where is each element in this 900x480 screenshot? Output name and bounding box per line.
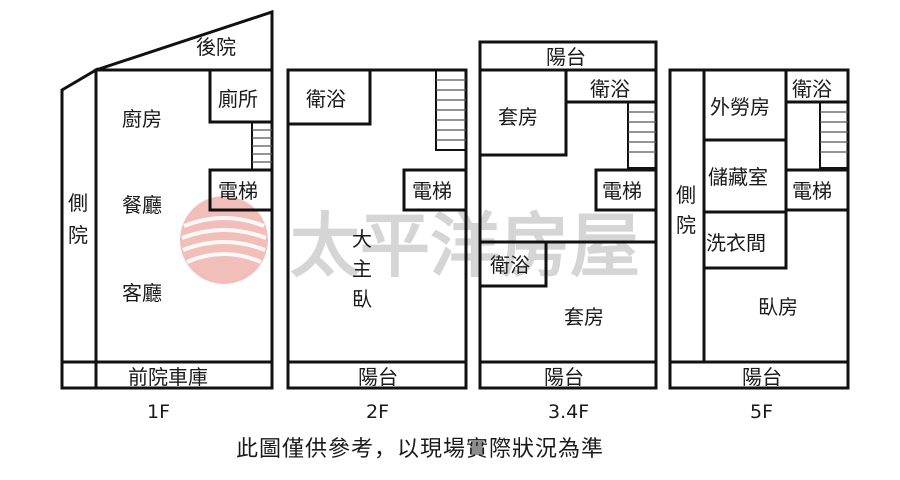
- label-master-bedroom-a: 大: [352, 227, 372, 251]
- room-bath-top-34f: [564, 68, 658, 104]
- label-balcony-5f: 陽台: [742, 365, 782, 389]
- label-master-bedroom-b: 主: [352, 257, 372, 281]
- label-side-yard-5f-a: 側: [676, 183, 696, 207]
- floor-5f: 外勞房 衛浴 儲藏室 電梯 側 院 洗衣間 臥房 陽台 5F: [668, 68, 850, 423]
- label-balcony-bottom-34f: 陽台: [544, 365, 584, 389]
- label-elevator-34f: 電梯: [602, 179, 642, 203]
- label-kitchen: 廚房: [122, 107, 162, 131]
- room-elevator-5f: [784, 168, 850, 212]
- label-master-bedroom-c: 臥: [352, 287, 372, 311]
- room-toilet-1f: [208, 68, 274, 124]
- room-balcony-5f: [668, 360, 850, 390]
- label-side-yard-5f-b: 院: [676, 213, 696, 237]
- room-elevator-1f: [208, 168, 274, 212]
- floor-label-34f: 3.4F: [548, 401, 589, 423]
- room-bath-5f: [784, 68, 850, 104]
- label-balcony-2f: 陽台: [358, 365, 398, 389]
- watermark-logo-icon: [180, 196, 268, 284]
- label-front-yard-garage: 前院車庫: [128, 365, 208, 389]
- label-laundry: 洗衣間: [706, 231, 766, 255]
- label-backyard: 後院: [196, 35, 236, 59]
- floor-2f: 衛浴 電梯 大 主 臥 陽台 2F: [286, 68, 468, 423]
- floor-label-1f: 1F: [147, 401, 170, 423]
- label-dining: 餐廳: [122, 193, 162, 217]
- label-suite-lower-34f: 套房: [564, 305, 604, 329]
- label-toilet-1f: 廁所: [218, 87, 258, 111]
- room-suite-top-34f: [480, 102, 568, 157]
- label-elevator-1f: 電梯: [218, 179, 258, 203]
- room-laundry: [702, 210, 788, 270]
- room-balcony-bottom-34f: [478, 360, 658, 390]
- label-storage: 儲藏室: [708, 165, 768, 189]
- stairs-2f: [435, 69, 467, 151]
- label-balcony-top-34f: 陽台: [546, 45, 586, 69]
- label-living: 客廳: [122, 281, 162, 305]
- stairs-5f: [819, 101, 849, 169]
- stairs-1f: [251, 121, 273, 171]
- disclaimer-text: 此圖僅供參考，以現場實際狀況為準: [236, 437, 604, 462]
- room-elevator-34f: [594, 168, 658, 212]
- room-bath-lower-34f: [478, 240, 548, 288]
- label-bath-lower-34f: 衛浴: [490, 253, 530, 277]
- label-elevator-5f: 電梯: [792, 179, 832, 203]
- floor-label-2f: 2F: [366, 401, 389, 423]
- room-balcony-2f: [286, 360, 468, 390]
- label-maid-room: 外勞房: [710, 95, 770, 119]
- floor-1f: 後院 廁所 廚房 餐廳 客廳 電梯 側 院 前院車庫 1F: [60, 9, 274, 423]
- room-elevator-2f: [402, 168, 468, 212]
- room-bath-2f: [286, 68, 372, 126]
- room-front-yard-garage: [60, 360, 274, 390]
- label-suite-top-34f: 套房: [498, 105, 538, 129]
- label-side-yard-1f-b: 院: [68, 223, 88, 247]
- label-bath-2f: 衛浴: [306, 87, 346, 111]
- label-bath-5f: 衛浴: [792, 77, 832, 101]
- stairs-34f: [627, 101, 657, 169]
- room-backyard: [95, 9, 274, 72]
- label-elevator-2f: 電梯: [412, 179, 452, 203]
- label-side-yard-1f-a: 側: [68, 191, 88, 215]
- label-bedroom-5f: 臥房: [758, 295, 798, 319]
- floor-label-5f: 5F: [750, 401, 773, 423]
- label-bath-top-34f: 衛浴: [590, 77, 630, 101]
- floor-3-4f: 陽台 衛浴 套房 電梯 衛浴 套房 陽台 3.4F: [478, 40, 658, 423]
